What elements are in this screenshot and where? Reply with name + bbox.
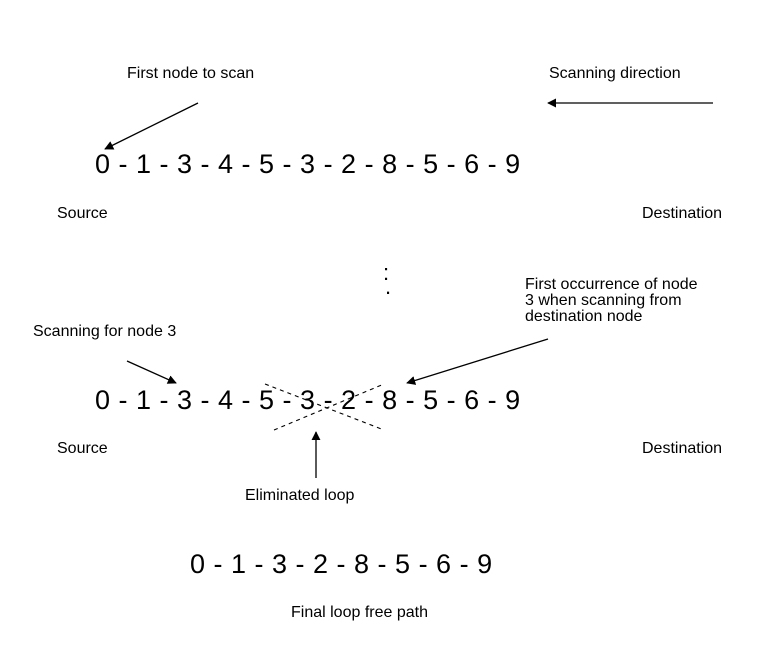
first-occurrence-label: First occurrence of node 3 when scanning…	[525, 277, 698, 325]
loop-cross-line-1	[264, 383, 385, 431]
final-path-caption: Final loop free path	[291, 604, 428, 621]
first-occurrence-arrow	[406, 338, 549, 385]
final-path-sequence: 0 - 1 - 3 - 2 - 8 - 5 - 6 - 9	[190, 549, 493, 579]
first-occurrence-line3: destination node	[525, 308, 643, 325]
top-destination-label: Destination	[642, 205, 723, 222]
top-path-sequence: 0 - 1 - 3 - 4 - 5 - 3 - 2 - 8 - 5 - 6 - …	[95, 149, 521, 179]
loop-cross-line-2	[273, 383, 385, 431]
scanning-for-node-arrow	[126, 360, 177, 384]
ellipsis-dots-lower: .	[385, 274, 392, 299]
top-source-label: Source	[57, 205, 108, 222]
eliminated-loop-label: Eliminated loop	[245, 487, 355, 504]
first-node-label: First node to scan	[127, 65, 255, 82]
ellipsis-dots: :	[383, 260, 390, 285]
scanning-for-node-label: Scanning for node 3	[33, 323, 177, 340]
middle-path-sequence: 0 - 1 - 3 - 4 - 5 - 3 - 2 - 8 - 5 - 6 - …	[95, 385, 521, 415]
middle-destination-label: Destination	[642, 440, 723, 457]
scanning-direction-label: Scanning direction	[549, 65, 681, 82]
first-occurrence-line2: 3 when scanning from	[525, 292, 682, 309]
first-occurrence-line1: First occurrence of node	[525, 276, 698, 293]
first-node-arrow	[104, 102, 199, 150]
middle-source-label: Source	[57, 440, 108, 457]
